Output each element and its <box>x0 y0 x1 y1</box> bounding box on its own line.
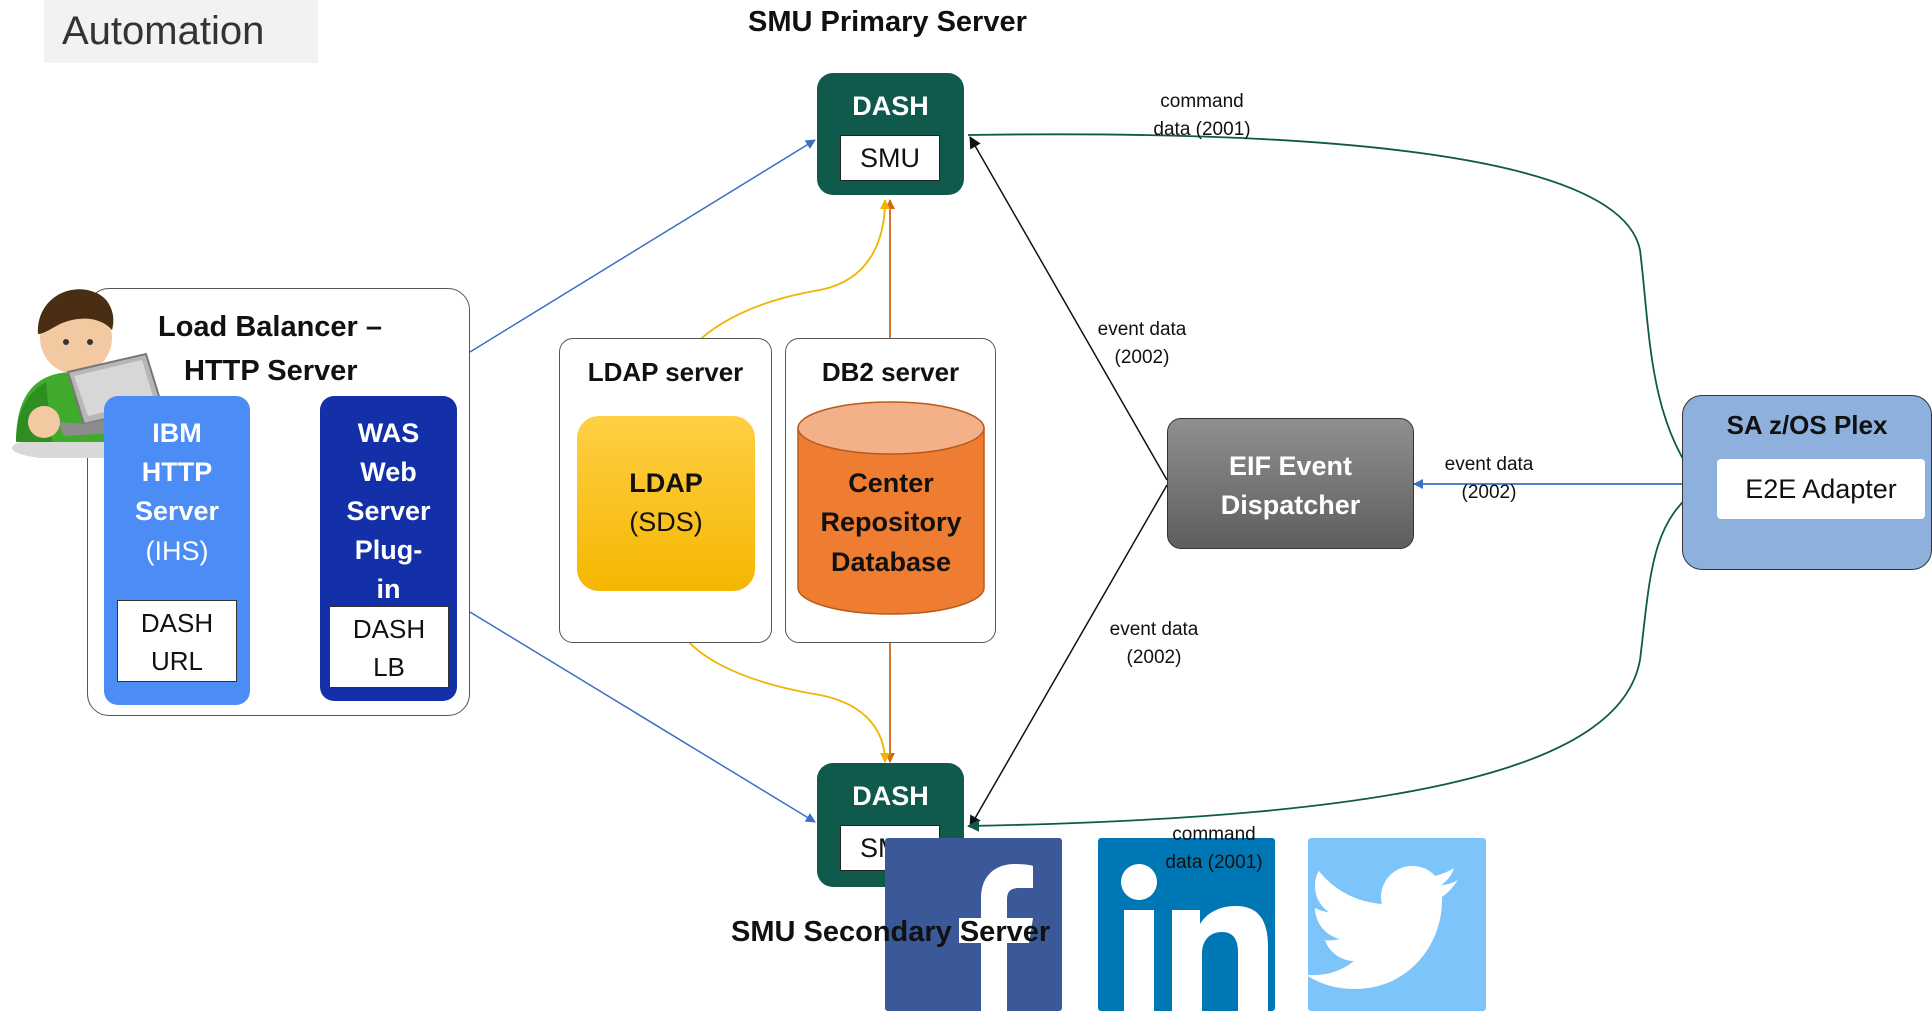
was-line5: in <box>376 574 401 604</box>
secondary-event-label: event data (2002) <box>1094 616 1214 672</box>
e2e-adapter[interactable]: E2E Adapter <box>1717 459 1925 519</box>
secondary-command-text: command <box>1172 824 1256 845</box>
primary-event-label: event data (2002) <box>1082 316 1202 372</box>
dash-lb-line1: DASH <box>352 614 426 644</box>
was-line1: WAS <box>357 418 420 448</box>
was-line3: Server <box>346 496 431 526</box>
eif-to-primary-arrow <box>969 136 1168 481</box>
lb-to-secondary-arrow <box>469 611 816 823</box>
primary-smu-box: SMU <box>840 135 940 181</box>
ihs-line4: (IHS) <box>145 536 209 566</box>
eif-adapter-event-text: event data <box>1444 454 1534 475</box>
ldap-node[interactable]: LDAP (SDS) <box>577 416 755 591</box>
eif-adapter-label: event data (2002) <box>1429 451 1549 507</box>
ldap-server-title: LDAP server <box>587 357 744 387</box>
secondary-data-text: data (2001) <box>1165 852 1263 873</box>
twitter-icon[interactable] <box>1306 838 1486 1011</box>
secondary-dash-label: DASH <box>852 781 929 811</box>
eif-adapter-event-code: (2002) <box>1461 482 1517 503</box>
db2-server-title: DB2 server <box>821 357 960 387</box>
eif-line2: Dispatcher <box>1220 490 1361 520</box>
eif-to-secondary-arrow <box>969 484 1168 828</box>
eif-line1: EIF Event <box>1228 451 1353 481</box>
dash-url-box: DASH URL <box>117 600 237 682</box>
dash-lb-line2: LB <box>373 652 405 682</box>
dash-lb-box: DASH LB <box>329 606 449 688</box>
ihs-line2: HTTP <box>141 457 213 487</box>
automation-tag: Automation <box>44 0 318 63</box>
secondary-event-text: event data <box>1109 619 1199 640</box>
db-line2: Repository <box>820 507 962 537</box>
dash-url-line2: URL <box>150 646 203 676</box>
secondary-server-title: SMU Secondary Server <box>731 916 1051 948</box>
primary-server-title: SMU Primary Server <box>748 6 1027 38</box>
db-line3: Database <box>830 547 952 577</box>
ldap-sub: (SDS) <box>629 507 703 537</box>
dash-url-line1: DASH <box>140 608 214 638</box>
was-line4: Plug- <box>354 535 423 565</box>
load-balancer-title-line2: HTTP Server <box>184 355 358 387</box>
database-cylinder-icon <box>797 401 985 615</box>
lb-to-primary-arrow <box>469 139 816 353</box>
primary-dash-node[interactable]: DASH SMU <box>817 73 964 195</box>
primary-data-text: data (2001) <box>1153 119 1251 140</box>
secondary-event-code: (2002) <box>1126 647 1182 668</box>
linkedin-icon[interactable] <box>1098 838 1275 1011</box>
primary-dash-label: DASH <box>852 91 929 121</box>
primary-command-curve <box>967 133 1701 485</box>
ldap-server-box[interactable]: LDAP server LDAP (SDS) <box>559 338 772 643</box>
sa-zos-plex-box[interactable]: SA z/OS Plex E2E Adapter <box>1682 395 1932 570</box>
primary-command-text: command <box>1160 91 1244 112</box>
ihs-line3: Server <box>134 496 220 526</box>
ihs-line1: IBM <box>152 418 202 448</box>
primary-event-code: (2002) <box>1114 347 1170 368</box>
facebook-icon[interactable] <box>885 838 1062 1011</box>
primary-command-label: command data (2001) <box>1142 88 1262 144</box>
ldap-name: LDAP <box>629 468 703 498</box>
ihs-column[interactable]: IBM HTTP Server (IHS) DASH URL <box>104 396 250 705</box>
secondary-command-label: command data (2001) <box>1154 821 1274 877</box>
plex-title: SA z/OS Plex <box>1726 410 1888 440</box>
was-plugin-column[interactable]: WAS Web Server Plug- in DASH LB <box>320 396 457 701</box>
load-balancer-title-line1: Load Balancer – <box>158 311 383 343</box>
eif-event-dispatcher[interactable]: EIF Event Dispatcher <box>1167 418 1414 549</box>
secondary-command-curve <box>967 487 1701 832</box>
was-line2: Web <box>360 457 417 487</box>
primary-event-text: event data <box>1097 319 1187 340</box>
db-line1: Center <box>848 468 934 498</box>
